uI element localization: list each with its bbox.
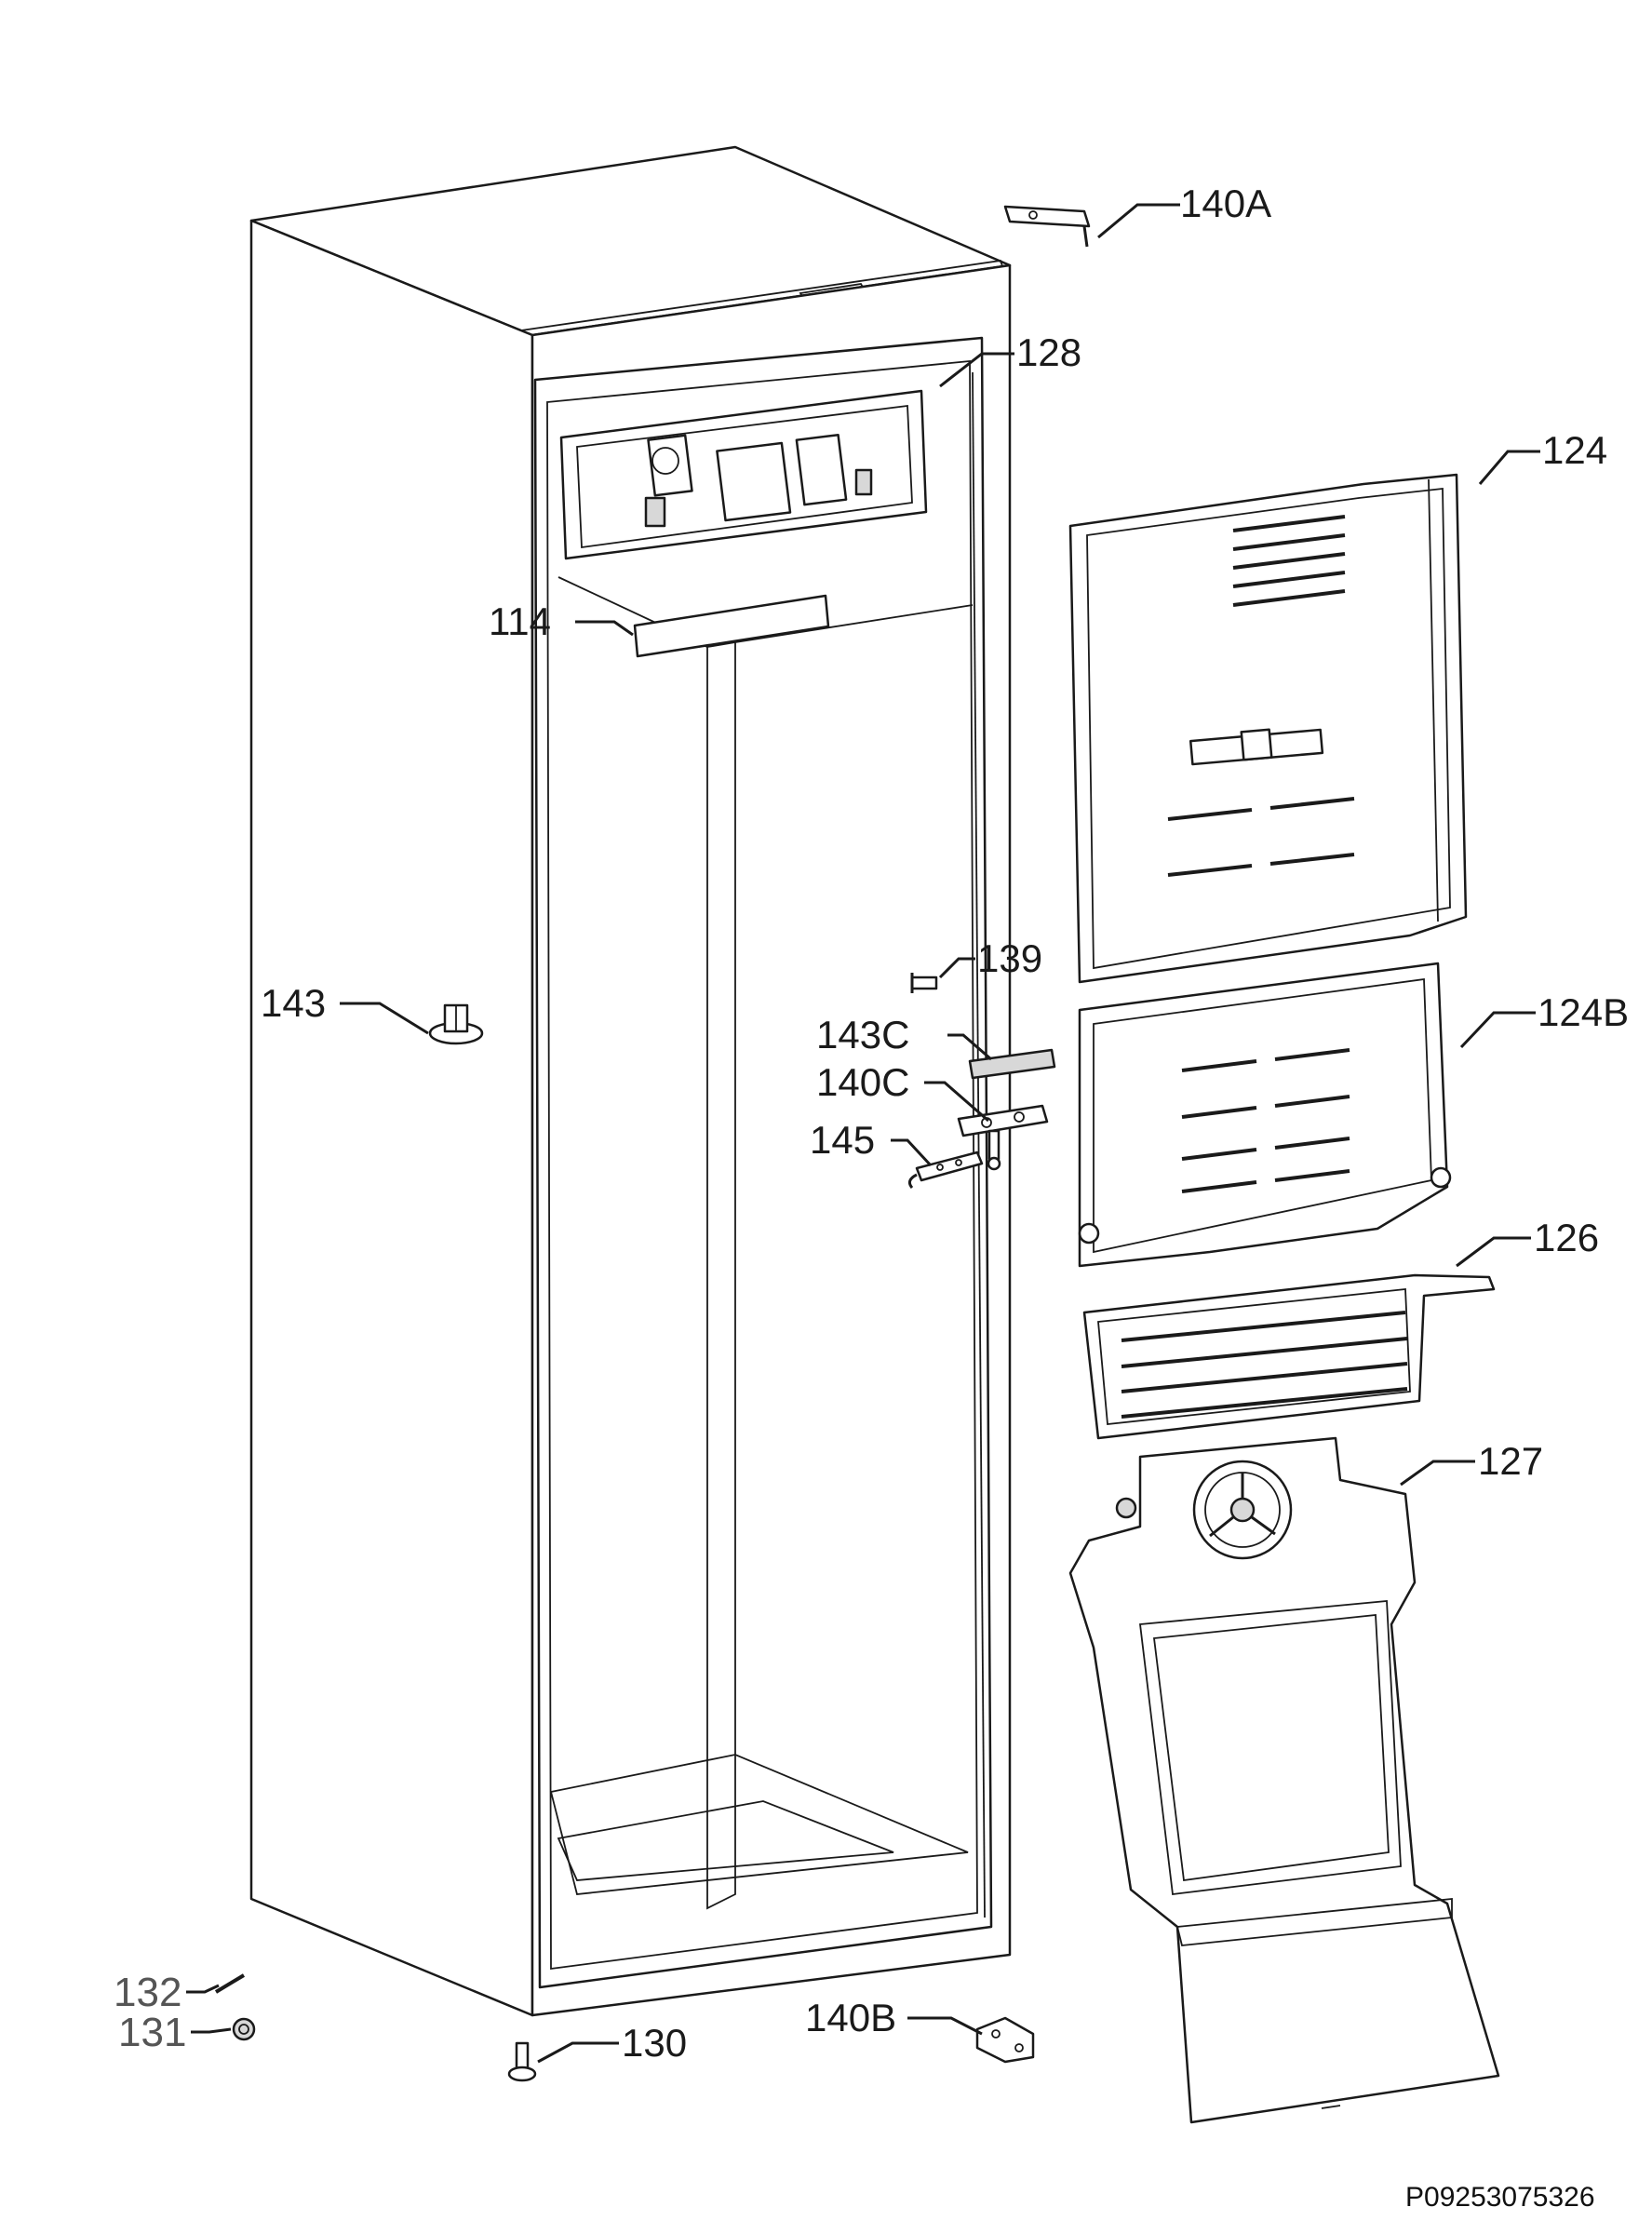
label-131: 131 bbox=[118, 2010, 186, 2055]
label-127: 127 bbox=[1478, 1439, 1543, 1483]
label-124: 124 bbox=[1542, 428, 1607, 472]
part-139-pin bbox=[910, 973, 938, 993]
part-145-hook bbox=[907, 1151, 984, 1189]
part-140A-hinge bbox=[1003, 205, 1091, 248]
document-id: P09253075326 bbox=[1405, 2182, 1595, 2213]
label-130: 130 bbox=[622, 2021, 687, 2065]
part-130-foot bbox=[507, 2041, 537, 2082]
part-140B-hinge bbox=[975, 2016, 1035, 2064]
label-143: 143 bbox=[261, 981, 326, 1025]
part-143-stopper bbox=[428, 1003, 484, 1045]
part-labels: 140A 128 124 114 139 143 143C 124B 140C … bbox=[114, 182, 1629, 2065]
label-128: 128 bbox=[1016, 330, 1081, 374]
part-132-screw bbox=[214, 1973, 246, 1994]
label-126: 126 bbox=[1534, 1216, 1599, 1259]
label-140B: 140B bbox=[805, 1996, 896, 2039]
part-124-evaporator-cover bbox=[1068, 473, 1468, 984]
label-145: 145 bbox=[810, 1118, 875, 1162]
part-143C-strip bbox=[968, 1048, 1056, 1080]
label-140C: 140C bbox=[816, 1060, 909, 1104]
part-124B-lower-cover bbox=[1078, 962, 1452, 1268]
label-139: 139 bbox=[977, 936, 1042, 980]
cabinet-body bbox=[249, 145, 1012, 2017]
part-131-cap bbox=[232, 2017, 256, 2041]
leader-lines bbox=[186, 203, 1540, 2064]
part-114-light-cover bbox=[633, 594, 830, 658]
part-127-drawer-frame bbox=[1068, 1436, 1500, 2124]
label-114: 114 bbox=[489, 599, 551, 643]
label-140A: 140A bbox=[1180, 182, 1271, 225]
label-132: 132 bbox=[114, 1970, 181, 2015]
label-124B: 124B bbox=[1538, 990, 1629, 1034]
part-128-housing bbox=[559, 389, 928, 560]
part-126-drawer-tray bbox=[1082, 1273, 1496, 1440]
label-143C: 143C bbox=[816, 1013, 909, 1056]
